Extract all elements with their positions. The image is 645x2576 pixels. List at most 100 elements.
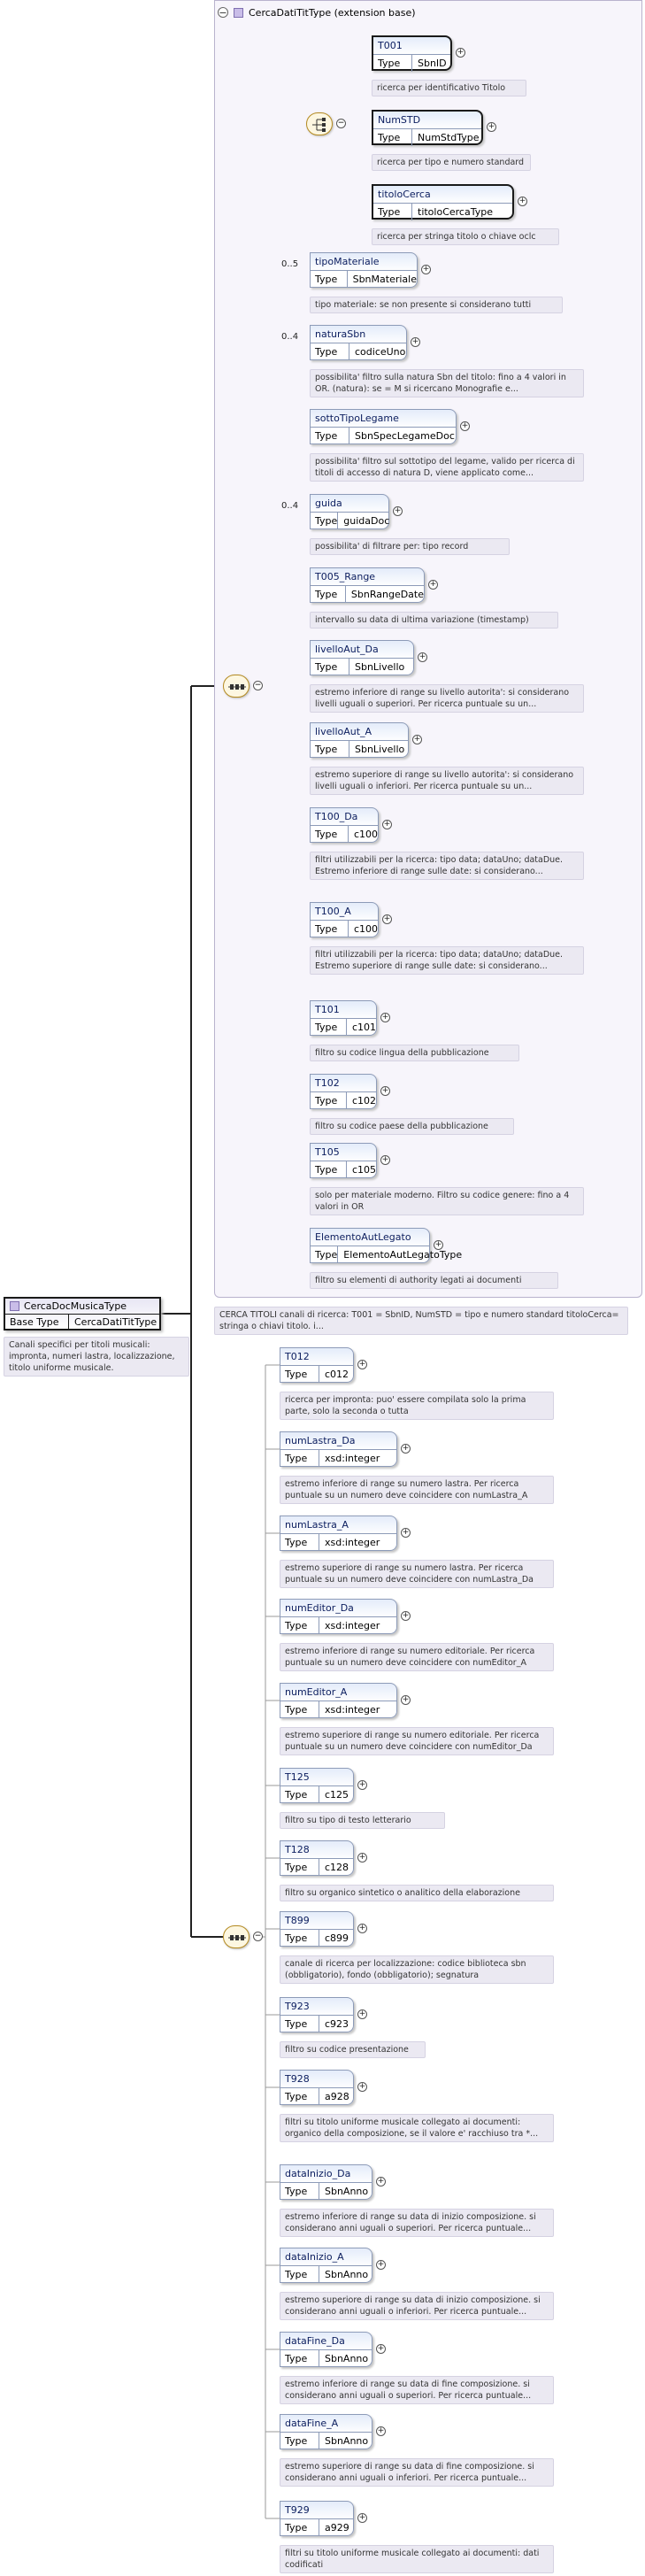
expand-icon[interactable]: + bbox=[376, 2260, 386, 2270]
expand-icon[interactable]: + bbox=[401, 1528, 411, 1538]
expand-icon[interactable]: + bbox=[401, 1611, 411, 1621]
type-value: SbnID bbox=[411, 55, 447, 72]
element-name: dataInizio_Da bbox=[285, 2168, 351, 2179]
expand-icon[interactable]: + bbox=[418, 652, 427, 662]
type-value: c100 bbox=[347, 826, 378, 843]
expand-icon[interactable]: + bbox=[456, 48, 465, 58]
expand-icon[interactable]: + bbox=[518, 197, 527, 206]
collapse-icon[interactable]: − bbox=[253, 1932, 263, 1941]
expand-icon[interactable]: + bbox=[357, 2513, 367, 2523]
root-name: CercaDocMusicaType bbox=[24, 1300, 127, 1312]
type-value: c923 bbox=[319, 2016, 349, 2032]
expand-icon[interactable]: + bbox=[357, 1360, 367, 1369]
expand-icon[interactable]: + bbox=[401, 1695, 411, 1705]
element-annotation: possibilita' filtro sul sottotipo del le… bbox=[310, 453, 584, 482]
element-annotation: estremo superiore di range su data di fi… bbox=[280, 2458, 554, 2487]
type-value: SbnLivello bbox=[349, 741, 404, 758]
collapse-icon[interactable]: − bbox=[336, 119, 346, 128]
sequence-compositor[interactable] bbox=[223, 675, 250, 698]
choice-compositor[interactable] bbox=[306, 112, 333, 135]
type-value: c128 bbox=[319, 1859, 349, 1876]
element-annotation: possibilita' filtro sulla natura Sbn del… bbox=[310, 369, 584, 397]
expand-icon[interactable]: + bbox=[357, 2082, 367, 2092]
type-value: SbnLivello bbox=[349, 659, 404, 675]
expand-icon[interactable]: + bbox=[380, 1013, 390, 1022]
type-value: xsd:integer bbox=[319, 1701, 380, 1718]
element-name: sottoTipoLegame bbox=[315, 413, 399, 424]
type-value: c125 bbox=[319, 1786, 349, 1803]
type-label: Type bbox=[285, 1789, 308, 1801]
collapse-icon[interactable]: − bbox=[218, 7, 228, 19]
expand-icon[interactable]: + bbox=[376, 2177, 386, 2187]
type-label: Type bbox=[378, 132, 401, 143]
element-name: tipoMateriale bbox=[315, 256, 380, 267]
expand-icon[interactable]: + bbox=[357, 1924, 367, 1933]
expand-icon[interactable]: + bbox=[412, 735, 422, 744]
expand-icon[interactable]: + bbox=[393, 506, 403, 516]
type-label: Type bbox=[285, 2186, 308, 2197]
extension-title: CercaDatiTitType (extension base) bbox=[249, 6, 416, 19]
expand-icon[interactable]: + bbox=[460, 421, 470, 431]
expand-icon[interactable]: + bbox=[357, 2009, 367, 2019]
expand-icon[interactable]: + bbox=[357, 1780, 367, 1790]
element-annotation: filtro su codice presentazione bbox=[280, 2041, 426, 2058]
expand-icon[interactable]: + bbox=[382, 914, 392, 924]
expand-icon[interactable]: + bbox=[411, 337, 420, 347]
element-annotation: estremo superiore di range su numero edi… bbox=[280, 1727, 554, 1755]
extension-annotation: CERCA TITOLI canali di ricerca: T001 = S… bbox=[214, 1307, 628, 1335]
root-element[interactable]: CercaDocMusicaType Base Type CercaDatiTi… bbox=[4, 1297, 161, 1330]
expand-icon[interactable]: + bbox=[487, 122, 496, 132]
sequence-compositor[interactable] bbox=[223, 1925, 250, 1948]
expand-icon[interactable]: + bbox=[380, 1086, 390, 1096]
type-label: Type bbox=[378, 58, 401, 69]
expand-icon[interactable]: + bbox=[428, 580, 438, 590]
expand-icon[interactable]: + bbox=[380, 1155, 390, 1165]
expand-icon[interactable]: + bbox=[434, 1240, 443, 1250]
expand-icon[interactable]: + bbox=[401, 1444, 411, 1454]
expand-icon[interactable]: + bbox=[357, 1853, 367, 1863]
element-name: T928 bbox=[285, 2073, 310, 2085]
element-annotation: filtri utilizzabili per la ricerca: tipo… bbox=[310, 852, 584, 880]
element-annotation: estremo superiore di range su data di in… bbox=[280, 2292, 554, 2320]
expand-icon[interactable]: + bbox=[421, 265, 431, 274]
expand-icon[interactable]: + bbox=[382, 820, 392, 829]
collapse-icon[interactable]: − bbox=[253, 681, 263, 690]
expand-icon[interactable]: + bbox=[376, 2344, 386, 2354]
type-label: Type bbox=[315, 430, 338, 442]
expand-icon[interactable]: + bbox=[376, 2426, 386, 2436]
type-label: Type bbox=[315, 589, 338, 600]
